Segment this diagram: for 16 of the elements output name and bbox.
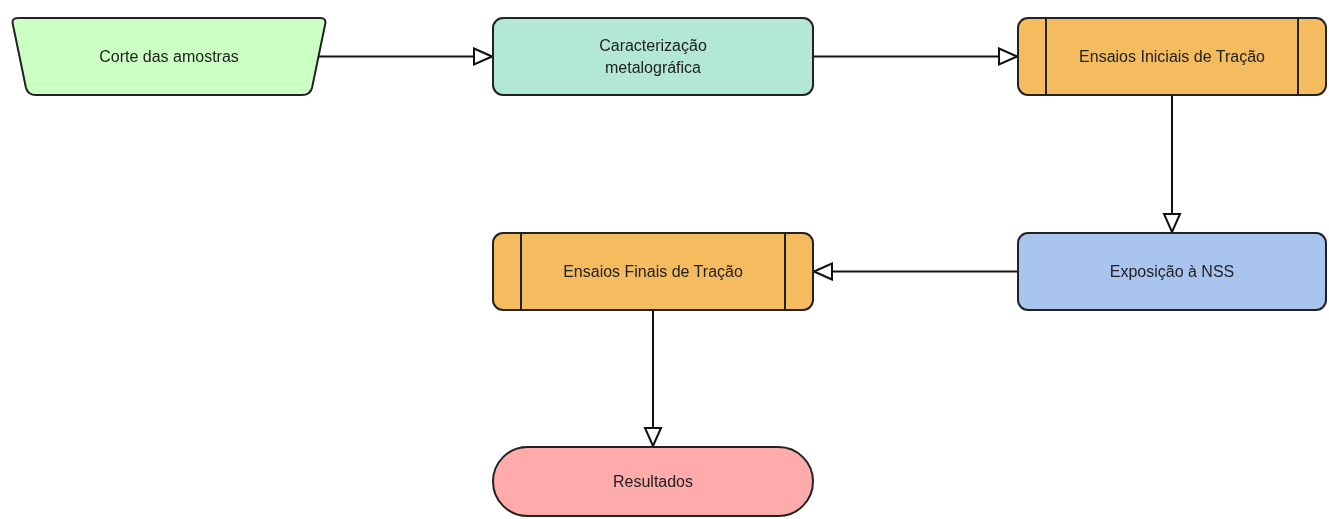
process-box xyxy=(492,17,814,96)
node-label: Exposição à NSS xyxy=(1109,261,1235,282)
predefined-process-box xyxy=(1017,17,1327,96)
arrow xyxy=(644,310,662,447)
manual-operation-shape xyxy=(10,17,328,96)
node-label: Caracterização metalográfica xyxy=(598,35,708,78)
arrow xyxy=(813,262,1018,281)
process-box xyxy=(1017,232,1327,311)
node-label: Ensaios Finais de Tração xyxy=(563,261,743,282)
predefined-process-box xyxy=(492,232,814,311)
arrow xyxy=(318,47,493,66)
node-label: Resultados xyxy=(612,471,693,492)
node-label: Corte das amostras xyxy=(99,46,239,67)
arrow xyxy=(1163,95,1181,233)
arrow xyxy=(813,47,1018,66)
node-label: Ensaios Iniciais de Tração xyxy=(1079,46,1265,67)
